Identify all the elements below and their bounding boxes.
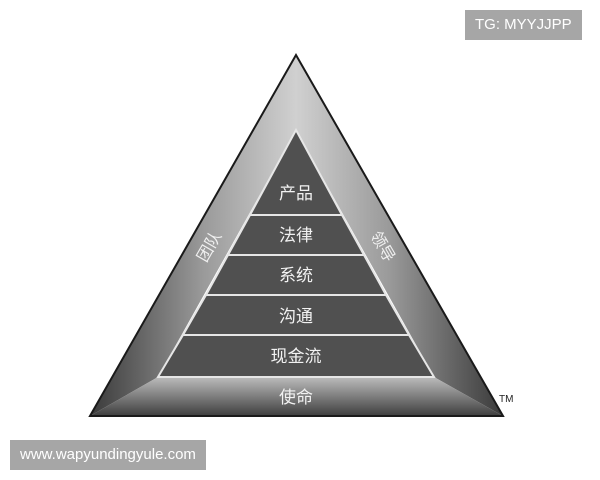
base-face: [90, 377, 503, 416]
watermark-bottom: www.wapyundingyule.com: [10, 440, 206, 470]
outer-edge: [88, 52, 505, 417]
layer-label: 系统: [279, 266, 313, 286]
base-label: 使命: [279, 387, 313, 408]
layer-label: 产品: [279, 184, 313, 204]
layer-5: [156, 334, 436, 378]
layer-label: 现金流: [271, 347, 322, 367]
outer-triangle: [88, 52, 505, 417]
layer-label: 法律: [279, 226, 313, 246]
watermark-top: TG: MYYJJPP: [465, 10, 582, 40]
layer-label: 沟通: [279, 307, 313, 327]
trademark-symbol: TM: [499, 394, 513, 405]
inner-pyramid: 产品 法律 系统 沟通 现金流: [156, 127, 436, 378]
